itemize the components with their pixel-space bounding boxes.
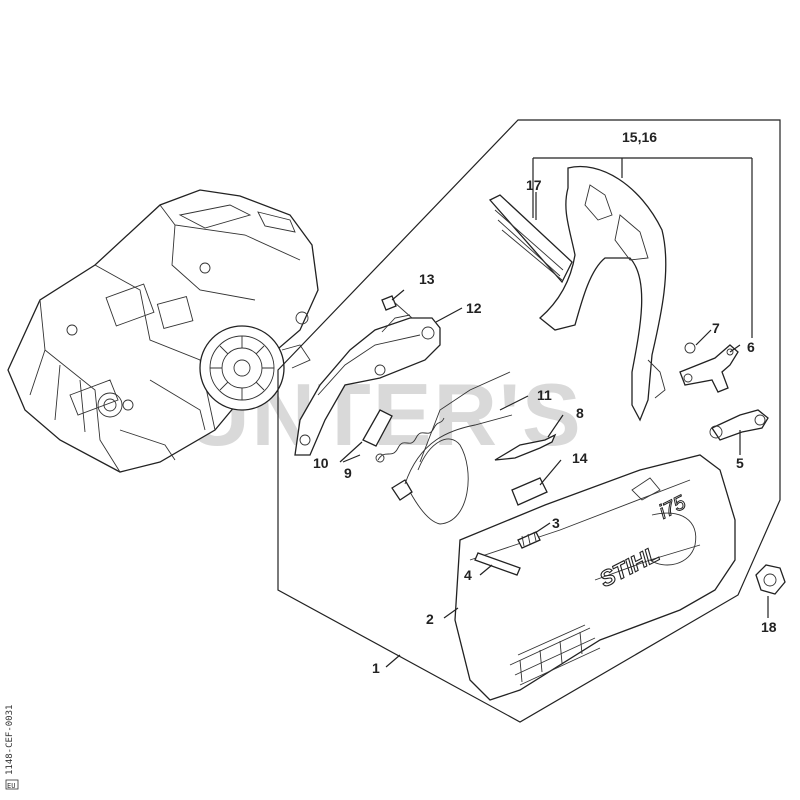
pin-part-4 (474, 552, 521, 576)
slide-part-14 (511, 477, 548, 506)
document-id: 1148-CEF-0031 (5, 705, 15, 775)
callout-7: 7 (712, 320, 720, 336)
callout-2: 2 (426, 611, 434, 627)
callout-18: 18 (761, 619, 777, 635)
doc-badge-box (5, 779, 19, 790)
brake-lever-part (294, 314, 441, 456)
brake-band-part (391, 371, 513, 525)
plate-part-17 (488, 194, 573, 284)
screw-part-3 (517, 531, 541, 549)
screw-part-13 (381, 295, 413, 319)
callout-3: 3 (552, 515, 560, 531)
callout-6: 6 (747, 339, 755, 355)
engine-housing-illustration (7, 189, 319, 473)
sprocket-cover-part: STIHL i75 (454, 454, 736, 701)
callout-4: 4 (464, 567, 472, 583)
nut-part-18 (755, 564, 786, 595)
callout-12: 12 (466, 300, 482, 316)
callout-8: 8 (576, 405, 584, 421)
lever-part-5 (709, 409, 769, 441)
pin-part-10 (362, 409, 393, 447)
vent-grille (509, 624, 601, 686)
e-clip-part-7 (684, 342, 696, 354)
assembly-bracket-outline (277, 119, 781, 723)
spring-part-9 (377, 417, 445, 461)
hand-guard-part (538, 166, 667, 422)
callout-10: 10 (313, 455, 329, 471)
document-badge: EU (7, 782, 15, 790)
lever-part-6 (679, 344, 739, 393)
leader-lines (339, 157, 769, 668)
callout-labels: 1 2 3 4 5 6 7 8 9 10 11 12 13 14 15,16 1… (313, 129, 777, 676)
callout-11: 11 (537, 387, 552, 403)
callout-1: 1 (372, 660, 380, 676)
callout-13: 13 (419, 271, 435, 287)
callout-9: 9 (344, 465, 352, 481)
callout-17: 17 (526, 177, 542, 193)
spring-clip-part-8 (494, 433, 557, 461)
callout-15-16: 15,16 (622, 129, 657, 145)
callout-14: 14 (572, 450, 588, 466)
callout-5: 5 (736, 455, 744, 471)
